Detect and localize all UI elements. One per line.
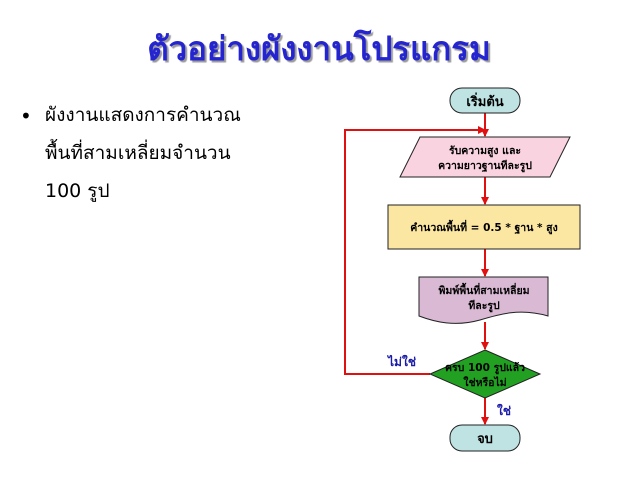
output-document: พิมพ์พื้นที่สามเหลี่ยม ทีละรูป	[418, 276, 549, 324]
slide-title: ตัวอย่างผังงานโปรแกรม	[147, 29, 491, 68]
decision-label-2: ใช่หรือไม่	[463, 375, 506, 389]
start-label: เริ่มต้น	[466, 92, 503, 110]
bullet-line-2: พื้นที่สามเหลี่ยมจำนวน	[45, 142, 231, 164]
output-label-2: ทีละรูป	[468, 299, 500, 313]
connectors	[344, 113, 489, 425]
process-label: คำนวณพื้นที่ = 0.5 * ฐาน * สูง	[410, 219, 557, 235]
bullet-line-1: ผังงานแสดงการคำนวณ	[45, 104, 241, 126]
yes-label: ใช่	[497, 403, 511, 418]
process-box: คำนวณพื้นที่ = 0.5 * ฐาน * สูง	[387, 204, 581, 250]
output-label-1: พิมพ์พื้นที่สามเหลี่ยม	[438, 282, 529, 297]
bullet-icon: •	[20, 104, 32, 128]
end-terminator: จบ	[449, 424, 521, 452]
end-label: จบ	[477, 432, 493, 447]
input-label-1: รับความสูง และ	[449, 145, 521, 158]
decision-diamond: ครบ 100 รูปแล้ว ใช่หรือไม่	[428, 349, 542, 399]
input-label-2: ความยาวฐานทีละรูป	[438, 159, 532, 173]
decision-label-1: ครบ 100 รูปแล้ว	[445, 361, 525, 375]
bullet-line-3: 100 รูป	[45, 180, 110, 202]
input-parallelogram: รับความสูง และ ความยาวฐานทีละรูป	[399, 136, 571, 178]
loop-arrow-no	[344, 126, 486, 375]
no-label: ไม่ใช่	[386, 354, 416, 369]
start-terminator: เริ่มต้น	[449, 87, 521, 114]
